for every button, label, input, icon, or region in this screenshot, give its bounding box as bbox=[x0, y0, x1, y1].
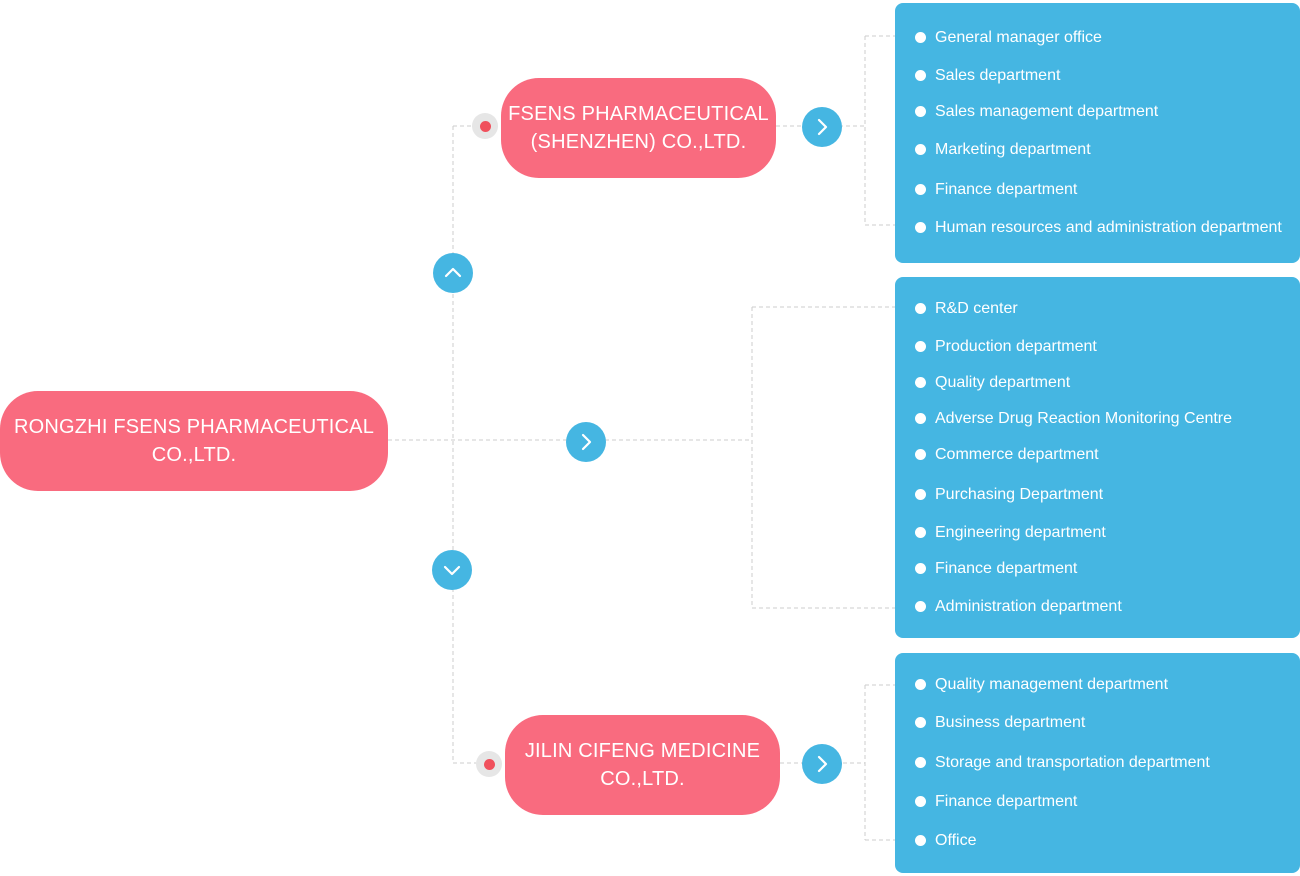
list-item: Business department bbox=[915, 713, 1296, 733]
list-item: Administration department bbox=[915, 597, 1296, 617]
chevron-down-icon bbox=[443, 565, 461, 576]
list-item: Sales department bbox=[915, 66, 1296, 86]
bullet-icon bbox=[915, 679, 926, 690]
expand-root-button[interactable] bbox=[566, 422, 606, 462]
bullet-icon bbox=[915, 144, 926, 155]
bullet-icon bbox=[915, 222, 926, 233]
bullet-icon bbox=[915, 303, 926, 314]
list-item: Purchasing Department bbox=[915, 485, 1296, 505]
department-list: R&D center Production department Quality… bbox=[895, 277, 1300, 638]
bullet-icon bbox=[915, 341, 926, 352]
expand-shenzhen-button[interactable] bbox=[802, 107, 842, 147]
list-item: Engineering department bbox=[915, 523, 1296, 543]
bullet-icon bbox=[915, 377, 926, 388]
list-item: Quality management department bbox=[915, 675, 1296, 695]
subsidiary-jilin-line2: CO.,LTD. bbox=[600, 768, 685, 790]
list-item: Finance department bbox=[915, 792, 1296, 812]
bullet-icon bbox=[915, 601, 926, 612]
list-item: Marketing department bbox=[915, 140, 1296, 160]
chevron-up-icon bbox=[444, 267, 462, 278]
list-item: Sales management department bbox=[915, 102, 1296, 122]
red-dot-icon bbox=[476, 751, 502, 777]
list-item: General manager office bbox=[915, 28, 1296, 48]
root-company-name-line2: CO.,LTD. bbox=[151, 444, 237, 466]
jilin-departments-panel: Quality management department Business d… bbox=[895, 653, 1300, 873]
expand-jilin-button[interactable] bbox=[802, 744, 842, 784]
subsidiary-jilin-line1: JILIN CIFENG MEDICINE bbox=[524, 740, 761, 762]
red-dot-icon bbox=[472, 113, 498, 139]
list-item: Quality department bbox=[915, 373, 1296, 393]
bullet-icon bbox=[915, 32, 926, 43]
list-item: R&D center bbox=[915, 299, 1296, 319]
list-item: Finance department bbox=[915, 180, 1296, 200]
collapse-up-button[interactable] bbox=[433, 253, 473, 293]
list-item: Storage and transportation department bbox=[915, 753, 1296, 773]
subsidiary-jilin-node: JILIN CIFENG MEDICINE CO.,LTD. bbox=[505, 715, 780, 815]
bullet-icon bbox=[915, 757, 926, 768]
list-item: Human resources and administration depar… bbox=[915, 218, 1296, 238]
chevron-right-icon bbox=[581, 433, 592, 451]
subsidiary-shenzhen-node: FSENS PHARMACEUTICAL (SHENZHEN) CO.,LTD. bbox=[501, 78, 776, 178]
department-list: Quality management department Business d… bbox=[895, 653, 1300, 873]
bullet-icon bbox=[915, 413, 926, 424]
bullet-icon bbox=[915, 449, 926, 460]
chevron-right-icon bbox=[817, 118, 828, 136]
bullet-icon bbox=[915, 489, 926, 500]
department-list: General manager office Sales department … bbox=[895, 3, 1300, 263]
bullet-icon bbox=[915, 835, 926, 846]
bullet-icon bbox=[915, 70, 926, 81]
bullet-icon bbox=[915, 184, 926, 195]
bullet-icon bbox=[915, 717, 926, 728]
root-departments-panel: R&D center Production department Quality… bbox=[895, 277, 1300, 638]
chevron-right-icon bbox=[817, 755, 828, 773]
bullet-icon bbox=[915, 563, 926, 574]
shenzhen-departments-panel: General manager office Sales department … bbox=[895, 3, 1300, 263]
list-item: Finance department bbox=[915, 559, 1296, 579]
bullet-icon bbox=[915, 106, 926, 117]
bullet-icon bbox=[915, 796, 926, 807]
expand-down-button[interactable] bbox=[432, 550, 472, 590]
root-company-node: RONGZHI FSENS PHARMACEUTICAL CO.,LTD. bbox=[0, 391, 388, 491]
root-company-name-line1: RONGZHI FSENS PHARMACEUTICAL bbox=[13, 416, 375, 438]
list-item: Office bbox=[915, 831, 1296, 851]
bullet-icon bbox=[915, 527, 926, 538]
list-item: Production department bbox=[915, 337, 1296, 357]
subsidiary-shenzhen-line1: FSENS PHARMACEUTICAL bbox=[508, 103, 769, 125]
list-item: Adverse Drug Reaction Monitoring Centre bbox=[915, 409, 1296, 429]
list-item: Commerce department bbox=[915, 445, 1296, 465]
subsidiary-shenzhen-line2: (SHENZHEN) CO.,LTD. bbox=[530, 131, 747, 153]
